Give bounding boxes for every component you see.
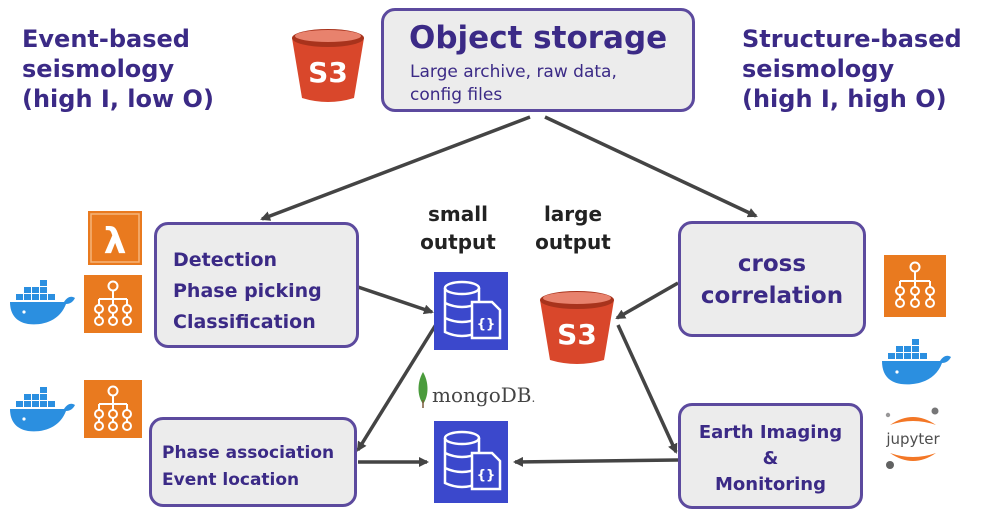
object-storage-subtitle: Large archive, raw data, config files <box>410 61 617 107</box>
large-output-label: large output <box>518 200 628 256</box>
s3-label: S3 <box>308 56 348 89</box>
right-heading-line: Structure-based <box>742 25 962 53</box>
docker-icon <box>10 280 75 325</box>
step-functions-icon <box>884 255 946 317</box>
ampersand-label: & <box>762 448 779 469</box>
object-storage-subtitle-line: config files <box>410 85 503 105</box>
step-functions-icon <box>84 275 142 333</box>
left-heading-line: Event-based <box>22 25 190 53</box>
cross-label: cross <box>737 251 807 277</box>
arrow-storage-to-detection <box>260 115 531 221</box>
small-output-line: output <box>420 230 496 254</box>
right-heading-line: seismology <box>742 55 895 83</box>
right-heading-line: (high I, high O) <box>742 85 947 113</box>
s3-label: S3 <box>557 318 597 351</box>
detection-label: Detection <box>173 249 278 271</box>
small-output-label: small output <box>403 200 513 256</box>
event-location-label: Event location <box>162 470 300 490</box>
mongodb-leaf-icon <box>418 372 428 408</box>
arrow-imaging-to-db <box>513 456 679 467</box>
arrow-detection-to-db <box>357 285 434 315</box>
mongodb-dot: . <box>531 391 536 405</box>
large-output-line: large <box>543 202 603 226</box>
svg-text:{}: {} <box>477 317 496 332</box>
docker-icon <box>882 339 951 385</box>
mongodb-label: mongoDB <box>432 383 532 407</box>
arrow-cross-to-s3 <box>615 281 679 320</box>
correlation-label: correlation <box>700 283 844 309</box>
small-output-line: small <box>428 202 488 226</box>
object-storage-box: Object storage Large archive, raw data, … <box>381 8 695 112</box>
object-storage-subtitle-line: Large archive, raw data, <box>410 62 617 82</box>
jupyter-label: jupyter <box>885 430 940 448</box>
database-icon: {} <box>434 421 508 503</box>
s3-bucket-icon: S3 <box>540 291 614 364</box>
earth-imaging-box: Earth Imaging & Monitoring <box>678 403 863 509</box>
left-heading-line: (high I, low O) <box>22 85 214 113</box>
classification-label: Classification <box>173 311 316 333</box>
svg-text:{}: {} <box>477 468 496 483</box>
object-storage-title: Object storage <box>409 20 668 56</box>
large-output-line: output <box>535 230 611 254</box>
arrow-db-to-association <box>356 317 442 452</box>
step-functions-icon <box>84 380 142 438</box>
phase-association-label: Phase association <box>162 443 335 463</box>
jupyter-icon: jupyter <box>885 407 941 469</box>
left-heading-line: seismology <box>22 55 175 83</box>
lambda-symbol: λ <box>104 221 127 262</box>
earth-imaging-label: Earth Imaging <box>698 422 843 443</box>
cross-correlation-box: cross correlation <box>678 221 866 337</box>
right-heading: Structure-based seismology (high I, high… <box>742 24 962 114</box>
phase-association-box: Phase association Event location <box>149 417 357 507</box>
arrow-storage-to-cross <box>544 115 758 218</box>
s3-bucket-icon: S3 <box>292 29 364 102</box>
mongodb-logo: mongoDB. <box>432 383 535 410</box>
monitoring-label: Monitoring <box>715 474 826 495</box>
arrow-s3-to-imaging <box>616 324 678 454</box>
left-heading: Event-based seismology (high I, low O) <box>22 24 214 114</box>
phase-picking-label: Phase picking <box>173 280 322 302</box>
lambda-icon: λ <box>88 211 142 265</box>
docker-icon <box>10 387 75 432</box>
database-icon: {} <box>434 272 508 350</box>
detection-box: Detection Phase picking Classification <box>154 222 359 348</box>
